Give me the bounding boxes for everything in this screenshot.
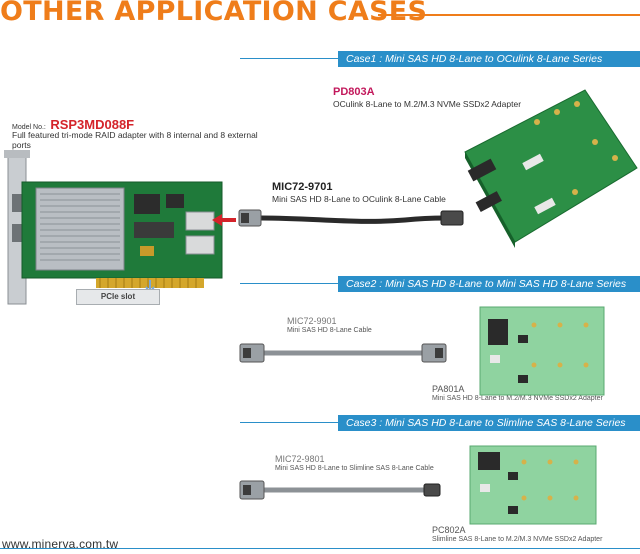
- case3-adapter-image: [469, 445, 597, 525]
- case2-cable-image: [239, 343, 447, 363]
- case2-cable-desc: Mini SAS HD 8-Lane Cable: [287, 327, 372, 334]
- case3-bar: Case3 : Mini SAS HD 8-Lane to Slimline S…: [338, 415, 640, 431]
- raid-card-image: [4, 150, 223, 305]
- case3-cable-desc: Mini SAS HD 8-Lane to Slimline SAS 8-Lan…: [275, 465, 434, 472]
- page-title: OTHER APPLICATION CASES: [0, 0, 428, 27]
- case2-rule: [240, 283, 338, 284]
- case2-adapter-image: [479, 306, 605, 396]
- connection-arrow-icon: [212, 214, 236, 226]
- case3-rule: [240, 422, 338, 423]
- pcie-slot: PCIe slot: [76, 289, 160, 305]
- case2-adapter-desc: Mini SAS HD 8-Lane to M.2/M.3 NVMe SSDx2…: [432, 395, 603, 402]
- case2-adapter-name: PA801A: [432, 384, 465, 394]
- case3-adapter-desc: Slimline SAS 8-Lane to M.2/M.3 NVMe SSDx…: [432, 536, 603, 543]
- model-number: RSP3MD088F: [50, 117, 135, 132]
- title-rule: [378, 14, 640, 16]
- case3-adapter-name: PC802A: [432, 525, 466, 535]
- case1-adapter-image: [464, 89, 638, 248]
- case1-cable-image: [238, 209, 464, 227]
- case1-rule: [240, 58, 338, 59]
- raid-model: Model No.: RSP3MD088F: [12, 116, 134, 134]
- case1-cable-desc: Mini SAS HD 8-Lane to OCulink 8-Lane Cab…: [272, 194, 446, 204]
- raid-description: Full featured tri-mode RAID adapter with…: [12, 130, 258, 150]
- footer-url[interactable]: www.minerva.com.tw: [2, 537, 119, 551]
- case2-bar: Case2 : Mini SAS HD 8-Lane to Mini SAS H…: [338, 276, 640, 292]
- footer-rule: [0, 548, 640, 549]
- case1-cable-name: MIC72-9701: [272, 181, 333, 193]
- case3-cable-image: [239, 480, 441, 500]
- case3-cable-name: MIC72-9801: [275, 454, 325, 464]
- model-label: Model No.:: [12, 124, 46, 131]
- case1-adapter-name: PD803A: [333, 86, 375, 98]
- case1-adapter-desc: OCulink 8-Lane to M.2/M.3 NVMe SSDx2 Ada…: [333, 99, 522, 109]
- case2-cable-name: MIC72-9901: [287, 316, 337, 326]
- case1-bar: Case1 : Mini SAS HD 8-Lane to OCulink 8-…: [338, 51, 640, 67]
